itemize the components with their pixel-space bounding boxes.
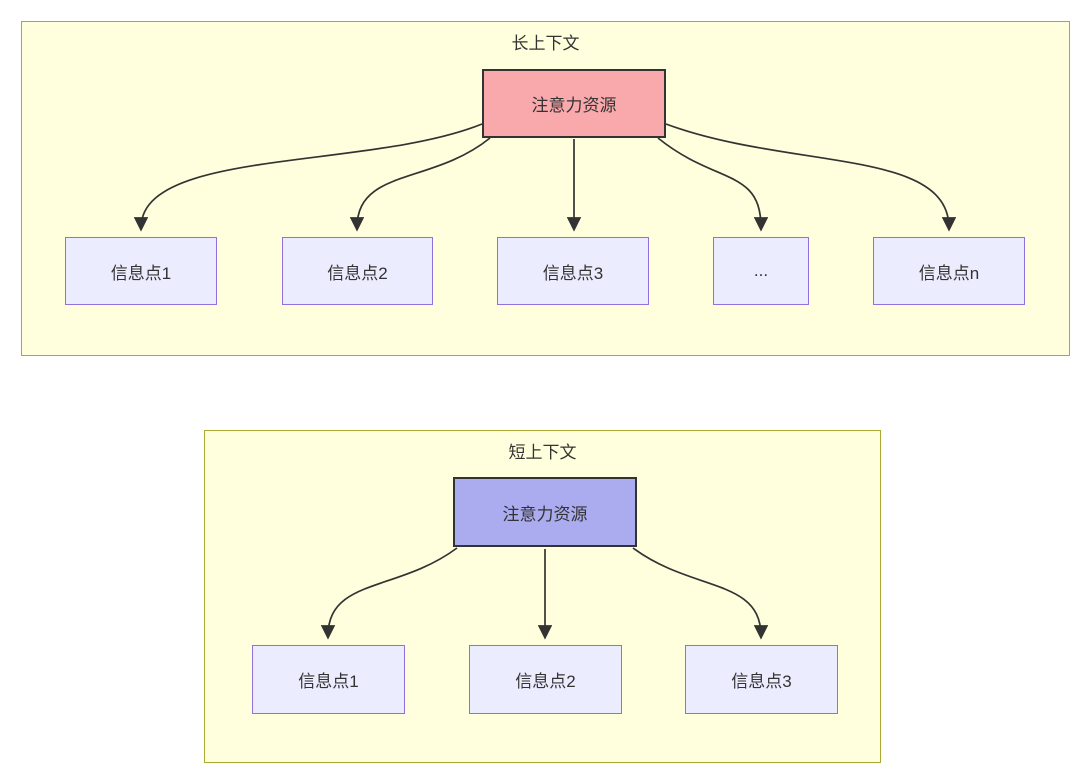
node-attention-resource-short: 注意力资源 — [453, 477, 637, 547]
node-info-point-1-short: 信息点1 — [252, 645, 405, 714]
cluster-short-context-title: 短上下文 — [508, 443, 577, 462]
node-info-point-2-long: 信息点2 — [282, 237, 433, 305]
node-info-point-3-short: 信息点3 — [685, 645, 838, 714]
node-info-point-1-long: 信息点1 — [65, 237, 217, 305]
node-info-point-ellipsis-long: ... — [713, 237, 809, 305]
node-info-point-3-long: 信息点3 — [497, 237, 649, 305]
node-info-point-2-short: 信息点2 — [469, 645, 622, 714]
cluster-long-context-title: 长上下文 — [511, 34, 580, 53]
node-attention-resource-long: 注意力资源 — [482, 69, 666, 138]
node-info-point-n-long: 信息点n — [873, 237, 1025, 305]
